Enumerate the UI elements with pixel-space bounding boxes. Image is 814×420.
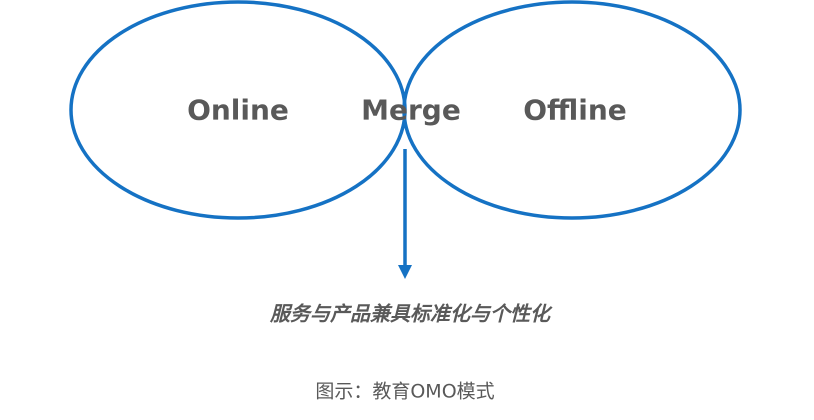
arrow-head-icon xyxy=(398,265,412,279)
online-label: Online xyxy=(187,93,289,127)
merge-label: Merge xyxy=(361,93,461,127)
offline-ellipse xyxy=(402,0,742,220)
caption: 图示：教育OMO模式 xyxy=(315,380,495,403)
result-text: 服务与产品兼具标准化与个性化 xyxy=(270,301,550,326)
offline-label: Offline xyxy=(523,93,627,127)
